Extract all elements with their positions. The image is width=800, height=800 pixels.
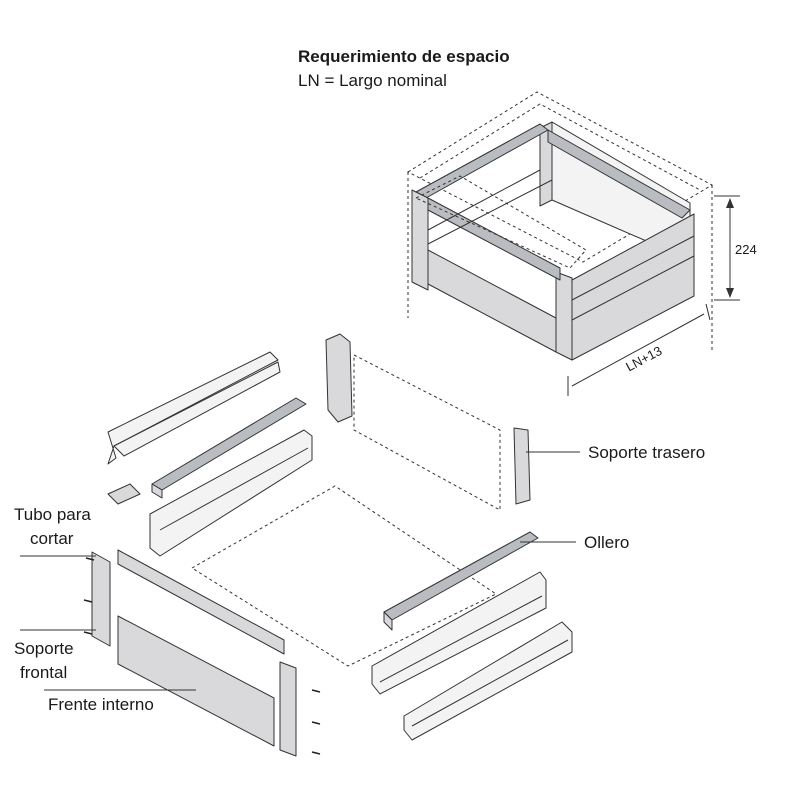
- assembled-drawer: 224 LN+13: [406, 91, 757, 396]
- front-support-right: [279, 661, 297, 757]
- rear-left-bracket: [325, 333, 353, 423]
- left-top-rail: [415, 123, 549, 199]
- rear-panel-outline: [353, 354, 501, 511]
- small-plate: [107, 483, 141, 505]
- label-rail: Ollero: [584, 533, 629, 552]
- screws: [83, 557, 321, 755]
- front-support-left: [91, 551, 111, 647]
- exploded-components: [83, 333, 573, 757]
- inner-front-panel: [117, 615, 275, 747]
- front-right-post: [555, 271, 573, 361]
- side-rail: [571, 213, 695, 361]
- rear-right-bracket: [513, 427, 531, 505]
- label-front-support-line2: frontal: [20, 663, 67, 682]
- bottom-panel-outline: [191, 485, 498, 667]
- front-panel: [427, 249, 557, 353]
- length-dimension-line: [571, 313, 705, 387]
- front-left-post: [411, 189, 429, 291]
- length-dimension-label: LN+13: [623, 343, 664, 374]
- label-front-support-line1: Soporte: [14, 639, 74, 658]
- label-cut-tube-line1: Tubo para: [14, 505, 91, 524]
- left-drawer-side: [149, 429, 313, 557]
- diagram-title: Requerimiento de espacio: [298, 47, 510, 66]
- label-rear-support: Soporte trasero: [588, 443, 705, 462]
- height-dimension-label: 224: [735, 242, 757, 257]
- label-cut-tube-line2: cortar: [30, 529, 74, 548]
- inner-front-rail: [117, 549, 285, 655]
- callouts: Soporte trasero Ollero Tubo para cortar …: [14, 443, 705, 714]
- runner: [403, 621, 573, 741]
- label-inner-front: Frente interno: [48, 695, 154, 714]
- right-top-rail: [547, 129, 691, 219]
- front-top-rail: [427, 197, 561, 281]
- diagram-subtitle: LN = Largo nominal: [298, 71, 447, 90]
